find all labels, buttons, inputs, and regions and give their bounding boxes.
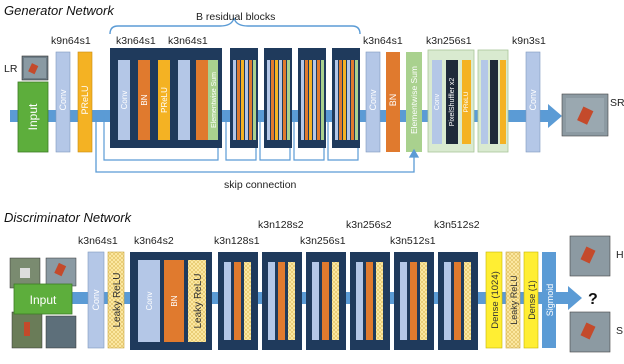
svg-text:BN: BN	[388, 94, 398, 107]
generator-title: Generator Network	[4, 3, 115, 18]
param-p3: k3n128s1	[214, 235, 260, 247]
generator-input-block: Input	[17, 81, 49, 153]
param-p2: k3n64s2	[134, 235, 174, 247]
param-upsample: k3n256s1	[426, 35, 472, 47]
skip-connection-arrow	[95, 116, 420, 173]
svg-text:Conv: Conv	[120, 91, 129, 110]
generator-first-conv: Conv	[55, 51, 71, 153]
discriminator-input-images	[9, 257, 77, 349]
upsample-block-2	[477, 49, 509, 153]
svg-text:PReLU: PReLU	[463, 91, 470, 112]
svg-text:PReLU: PReLU	[80, 85, 90, 114]
residual-block-compact-3	[298, 48, 326, 148]
dense-1024-block: Dense (1024)	[485, 251, 503, 349]
generator-elementwise-sum: Elementwise Sum	[406, 52, 422, 152]
upsample-block-1: Conv PixelShuffler x2 PReLU	[427, 49, 475, 153]
svg-text:BN: BN	[170, 295, 179, 306]
residual-skip-loops	[103, 116, 359, 161]
lr-image	[21, 55, 49, 81]
generator-input-label: Input	[26, 103, 40, 130]
dense-1-block: Dense (1)	[523, 251, 539, 349]
param-p8: k3n512s2	[434, 219, 480, 231]
residual-block-compact-1	[230, 48, 258, 148]
generator-first-prelu: PReLU	[77, 51, 93, 153]
param-p6: k3n256s2	[346, 219, 392, 231]
svg-text:Dense (1024): Dense (1024)	[490, 271, 501, 329]
lr-tag: LR	[4, 63, 18, 75]
discriminator-block-5	[350, 252, 390, 350]
discriminator-block-2	[218, 252, 258, 350]
discriminator-first-conv: Conv	[87, 251, 105, 349]
svg-text:Conv: Conv	[368, 89, 378, 111]
generator-post-bn: BN	[386, 52, 400, 152]
param-p4: k3n128s2	[258, 219, 304, 231]
svg-text:Sigmoid: Sigmoid	[545, 284, 555, 317]
discriminator-block-1: Conv BN Leaky ReLU	[130, 252, 212, 350]
hr-image	[569, 235, 611, 277]
svg-text:BN: BN	[140, 94, 149, 105]
question-mark: ?	[588, 291, 598, 308]
svg-text:Dense (1): Dense (1)	[527, 280, 537, 320]
sr-image-discriminator	[569, 311, 611, 353]
discriminator-block-3	[262, 252, 302, 350]
discriminator-block-6	[394, 252, 434, 350]
svg-text:Conv: Conv	[528, 89, 538, 111]
param-p5: k3n256s1	[300, 235, 346, 247]
discriminator-block-4	[306, 252, 346, 350]
svg-text:Leaky ReLU: Leaky ReLU	[193, 273, 204, 328]
param-p7: k3n512s1	[390, 235, 436, 247]
svg-text:Conv: Conv	[91, 289, 101, 311]
svg-text:Conv: Conv	[58, 89, 68, 111]
sr-image	[561, 93, 609, 137]
discriminator-input-label: Input	[30, 293, 57, 307]
param-post: k3n64s1	[363, 35, 403, 47]
residual-label: B residual blocks	[196, 11, 275, 23]
sr-tag-discriminator: S	[616, 325, 623, 337]
param-block-b: k3n64s1	[168, 35, 208, 47]
svg-text:Leaky ReLU: Leaky ReLU	[509, 275, 519, 325]
discriminator-block-7	[438, 252, 478, 350]
sr-tag: SR	[610, 97, 624, 109]
svg-text:Elementwise Sum: Elementwise Sum	[211, 72, 218, 128]
param-first: k9n64s1	[51, 35, 91, 47]
svg-text:Elementwise Sum: Elementwise Sum	[409, 66, 419, 134]
sigmoid-block: Sigmoid	[542, 252, 556, 348]
residual-block-compact-4	[332, 48, 360, 148]
discriminator-title: Discriminator Network	[4, 210, 133, 225]
discriminator-first-leaky: Leaky ReLU	[107, 251, 125, 349]
generator-final-conv: Conv	[525, 51, 541, 153]
param-p1: k3n64s1	[78, 235, 118, 247]
svg-text:Conv: Conv	[145, 292, 154, 311]
residual-brace	[109, 17, 361, 35]
svg-text:PReLU: PReLU	[160, 87, 169, 113]
param-block-a: k3n64s1	[116, 35, 156, 47]
discriminator-last-leaky: Leaky ReLU	[505, 251, 521, 349]
svg-text:Conv: Conv	[434, 93, 441, 110]
svg-text:PixelShuffler x2: PixelShuffler x2	[449, 78, 456, 127]
residual-block-detailed: Conv BN PReLU Elementwise Sum	[110, 48, 222, 148]
hr-tag: H	[616, 249, 624, 261]
svg-text:Leaky ReLU: Leaky ReLU	[112, 272, 123, 327]
generator-post-conv: Conv	[365, 51, 381, 153]
discriminator-input-block: Input	[13, 283, 73, 315]
param-final: k9n3s1	[512, 35, 546, 47]
residual-block-compact-2	[264, 48, 292, 148]
skip-connection-label: skip connection	[224, 179, 297, 191]
